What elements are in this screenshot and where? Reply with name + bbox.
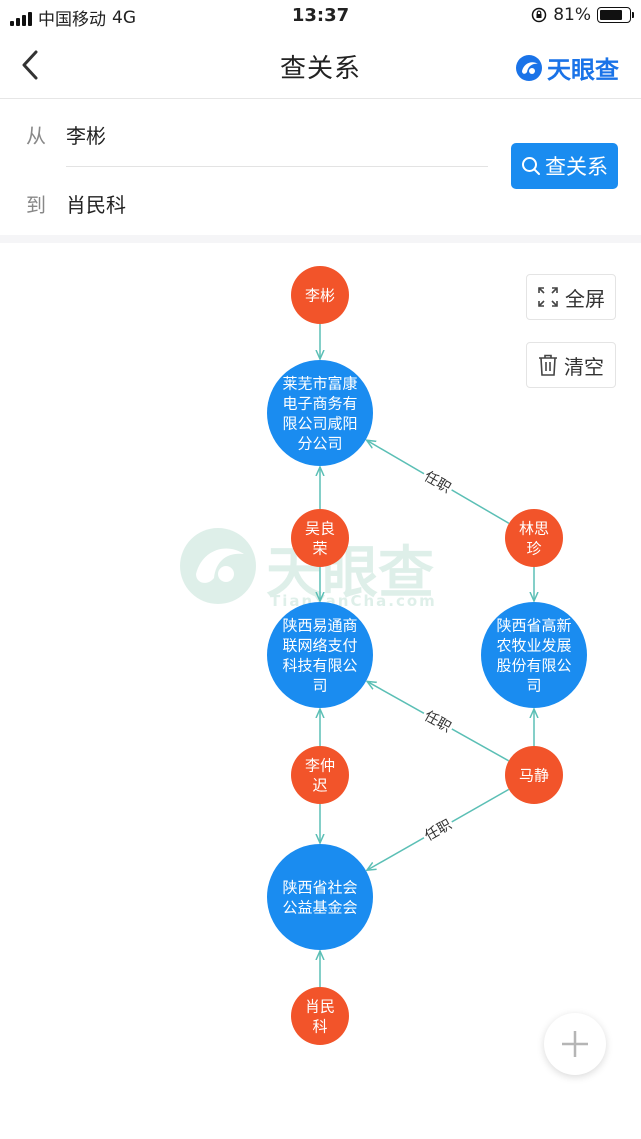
carrier-label: 中国移动 <box>38 10 106 30</box>
from-label: 从 <box>26 124 46 148</box>
node-circle <box>481 602 587 708</box>
node-label: 陕西省社会 <box>282 878 357 896</box>
node-label: 陕西省高新 <box>496 616 571 634</box>
node-label: 肖民 <box>305 997 335 1015</box>
nav-header: 查关系 天眼查 <box>0 32 641 99</box>
node-label: 股份有限公 <box>496 656 571 674</box>
node-label: 电子商务有 <box>282 394 357 412</box>
person-node[interactable]: 林思珍 <box>505 509 563 567</box>
trash-icon <box>539 354 557 376</box>
back-button[interactable] <box>14 46 50 84</box>
chevron-left-icon <box>22 50 38 80</box>
to-label: 到 <box>26 193 46 217</box>
page-title: 查关系 <box>279 54 361 84</box>
node-label: 莱芜市富康 <box>282 374 357 392</box>
watermark-logo-icon <box>180 528 256 604</box>
person-node[interactable]: 肖民科 <box>291 987 349 1045</box>
node-circle <box>505 746 563 804</box>
node-circle <box>291 266 349 324</box>
relation-search-form: 从 李彬 到 肖民科 查关系 <box>0 99 641 243</box>
edge-label-bg <box>419 704 457 738</box>
node-label: 陕西易通商 <box>282 616 357 634</box>
battery-fill <box>600 10 622 20</box>
search-icon <box>522 157 540 175</box>
form-divider <box>66 166 488 167</box>
node-label: 李仲 <box>305 756 335 774</box>
status-left: 中国移动 4G <box>10 5 136 30</box>
fullscreen-button[interactable]: 全屏 <box>526 274 616 320</box>
clear-button[interactable]: 清空 <box>526 342 616 388</box>
from-input[interactable]: 李彬 <box>66 124 106 148</box>
node-label: 荣 <box>312 539 327 557</box>
node-circle <box>267 602 373 708</box>
node-label: 分公司 <box>297 434 342 452</box>
node-circle <box>291 746 349 804</box>
node-label: 珍 <box>526 539 541 557</box>
node-label: 联网络支付 <box>282 636 357 654</box>
status-time: 13:37 <box>291 5 350 26</box>
node-label: 李彬 <box>305 286 335 304</box>
fullscreen-icon <box>538 287 558 307</box>
person-node[interactable]: 李彬 <box>291 266 349 324</box>
signal-icon <box>10 10 32 26</box>
rotation-lock-icon <box>531 7 547 23</box>
node-circle <box>267 360 373 466</box>
battery-percent: 81% <box>553 5 591 25</box>
node-circle <box>291 509 349 567</box>
node-label: 限公司咸阳 <box>282 414 357 432</box>
brand-logo: 天眼查 <box>515 50 619 85</box>
status-bar: 中国移动 4G 13:37 81% <box>0 0 641 32</box>
zoom-in-button[interactable] <box>544 1013 606 1075</box>
query-relation-button[interactable]: 查关系 <box>511 143 618 189</box>
battery-icon <box>597 7 634 23</box>
node-label: 公益基金会 <box>282 898 357 916</box>
person-node[interactable]: 吴良荣 <box>291 509 349 567</box>
to-input[interactable]: 肖民科 <box>66 193 126 217</box>
query-button-label: 查关系 <box>545 155 608 179</box>
tianyancha-logo-icon <box>516 54 542 81</box>
node-label: 吴良 <box>305 519 335 537</box>
node-circle <box>291 987 349 1045</box>
node-label: 科技有限公 <box>282 656 357 674</box>
brand-name: 天眼查 <box>547 56 619 84</box>
node-circle <box>267 844 373 950</box>
node-circle <box>505 509 563 567</box>
status-right: 81% <box>531 5 634 25</box>
watermark-text: 天眼查 <box>266 541 434 606</box>
plus-icon <box>562 1031 588 1057</box>
fullscreen-label: 全屏 <box>565 286 605 311</box>
node-label: 司 <box>312 676 327 694</box>
person-node[interactable]: 李仲迟 <box>291 746 349 804</box>
node-label: 马静 <box>519 766 549 784</box>
clear-label: 清空 <box>564 354 604 379</box>
node-label: 科 <box>312 1017 327 1035</box>
edge-label-bg <box>419 813 457 847</box>
node-label: 农牧业发展 <box>496 636 571 654</box>
edge-label-bg <box>418 465 457 499</box>
node-label: 迟 <box>312 776 327 794</box>
person-node[interactable]: 马静 <box>505 746 563 804</box>
node-label: 林思 <box>519 519 549 537</box>
node-label: 司 <box>526 676 541 694</box>
network-label: 4G <box>112 7 136 28</box>
